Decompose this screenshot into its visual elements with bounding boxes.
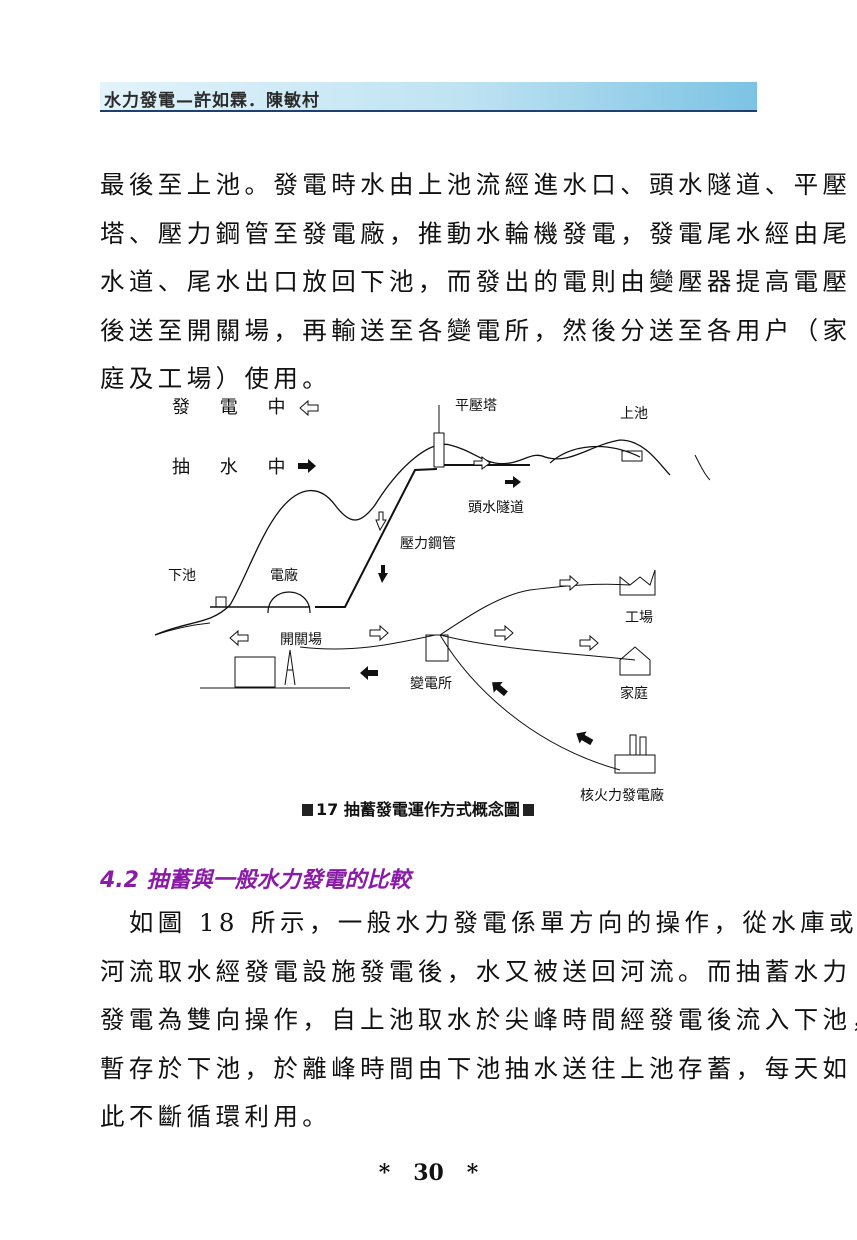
label-switchyard: 開關場 [280,632,322,648]
figure-caption-text: 抽蓄發電運作方式概念圖 [343,800,520,819]
power-plant-icon [614,754,656,774]
lower-intake-icon [215,596,227,608]
running-header-title: 水力發電—許如霖．陳敏村 [104,91,320,111]
pumped-storage-diagram: 發 電 中 抽 水 中 平壓塔 上池 頭水隧道 壓力鋼管 下池 電廠 開關場 變… [150,385,710,825]
label-surge-tower: 平壓塔 [455,398,497,414]
text-line: 河流取水經發電設施發電後，水又被送回河流。而抽蓄水力 [100,956,852,986]
pumping-arrow-icon [298,459,316,473]
house-icon [619,646,651,676]
ornament-left: * [378,1160,391,1186]
body-paragraph-2: 如圖 18 所示，一般水力發電係單方向的操作，從水庫或 河流取水經發電設施發電後… [100,899,857,1142]
text-line: 發電為雙向操作，自上池取水於尖峰時間經發電後流入下池， [100,1005,857,1034]
section-number: 4.2 [100,868,139,893]
surge-tower-icon [433,432,445,468]
label-headrace-tunnel: 頭水隧道 [468,500,524,516]
diagram-drawing [154,399,710,774]
text-line: 水道、尾水出口放回下池，而發出的電則由變壓器提高電壓 [100,267,852,296]
text-line: 如圖 18 所示，一般水力發電係單方向的操作，從水庫或 [100,908,857,937]
text-line: 此不斷循環利用。 [100,1102,332,1131]
substation-icon [425,634,449,662]
legend-generating: 發 電 中 [172,397,298,418]
figure-number: 17 [316,800,339,819]
page-number: 30 [413,1160,444,1186]
label-penstock: 壓力鋼管 [400,536,456,552]
generating-arrow-icon [299,399,319,417]
ornament-right: * [466,1160,479,1186]
label-substation: 變電所 [410,676,452,692]
label-factory: 工場 [625,610,653,626]
text-line: 庭及工場）使用。 [100,364,332,393]
text-line: 後送至開關場，再輸送至各變電所，然後分送至各用户（家 [100,315,852,345]
section-heading: 4.2 抽蓄與一般水力發電的比較 [100,862,411,894]
label-nuclear-thermal-plant: 核火力發電廠 [580,788,664,804]
label-lower-reservoir: 下池 [168,568,196,584]
text-line: 塔、壓力鋼管至發電廠，推動水輪機發電，發電尾水經由尾 [100,218,852,248]
factory-icon [619,569,656,596]
powerhouse-icon [267,591,311,614]
penstock-pipe [315,468,438,608]
running-header: 水力發電—許如霖．陳敏村 [100,82,757,112]
text-line: 暫存於下池，於離峰時間由下池抽水送往上池存蓄，每天如 [100,1053,852,1083]
label-upper-reservoir: 上池 [620,406,648,422]
upper-intake-icon [621,450,643,462]
label-powerhouse: 電廠 [270,568,298,584]
figure-suffix-glyph [522,804,534,816]
page-footer: * 30 * [0,1160,857,1186]
text-line: 最後至上池。發電時水由上池流經進水口、頭水隧道、平壓 [100,170,852,199]
figure-prefix-glyph [302,804,313,816]
section-title-text: 抽蓄與一般水力發電的比較 [146,868,411,893]
legend-pumping: 抽 水 中 [172,457,298,478]
body-paragraph-1: 最後至上池。發電時水由上池流經進水口、頭水隧道、平壓 塔、壓力鋼管至發電廠，推動… [100,161,852,404]
switchyard-building-icon [234,656,276,688]
figure-caption: 17 抽蓄發電運作方式概念圖 [302,796,534,820]
pylon-icon [284,649,296,686]
label-household: 家庭 [620,686,648,702]
